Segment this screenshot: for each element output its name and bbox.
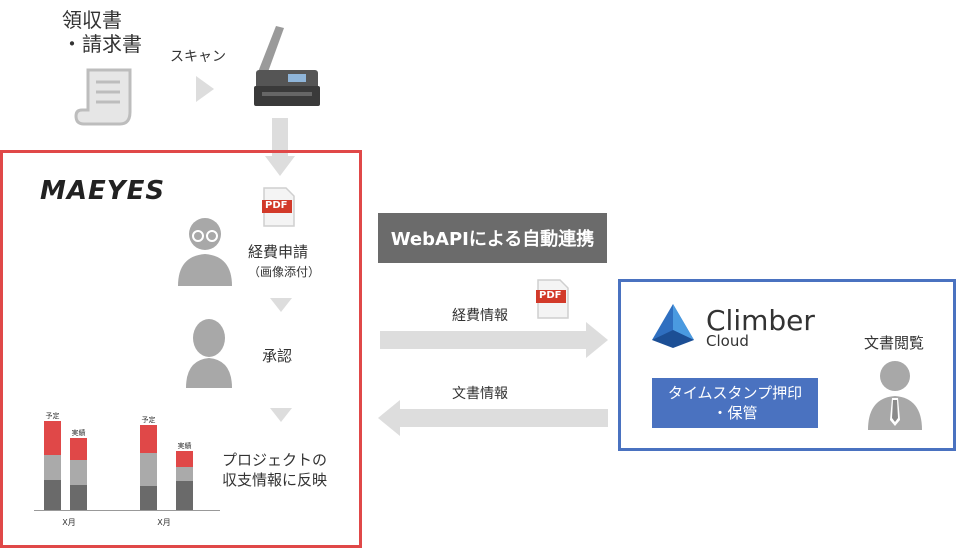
project-reflect-label: プロジェクトの 収支情報に反映 — [222, 450, 327, 490]
api-pdf-icon: PDF — [536, 278, 570, 324]
bar-segment — [70, 485, 87, 510]
document-info-arrow-icon — [378, 400, 608, 436]
scanner-icon — [254, 26, 320, 106]
bar-segment — [44, 480, 61, 510]
project-reflect-line2: 収支情報に反映 — [222, 471, 328, 489]
bar-segment — [140, 425, 157, 453]
document-label: 領収書 ・請求書 — [62, 8, 142, 56]
bar-group-label: 予定 — [46, 411, 60, 420]
bar-group-label: 予定 — [142, 415, 156, 424]
x-tick-label: X月 — [157, 518, 170, 527]
timestamp-line2: ・保管 — [712, 404, 758, 422]
flow-arrow-2-icon — [270, 408, 292, 422]
bar-segment — [44, 455, 61, 480]
maeyes-logo: MAEYES — [40, 176, 166, 206]
project-reflect-line1: プロジェクトの — [222, 451, 328, 469]
receipt-icon — [74, 68, 132, 126]
viewer-label: 文書閲覧 — [864, 334, 925, 352]
applicant-person-icon — [178, 218, 232, 286]
x-tick-label: X月 — [62, 518, 75, 527]
viewer-person-icon — [868, 361, 922, 430]
expense-pdf-icon: PDF — [262, 186, 296, 232]
bar-group-label: 実績 — [178, 441, 192, 450]
maeyes-panel — [0, 150, 362, 548]
expense-request-line1: 経費申請 — [248, 243, 309, 261]
flow-arrow-1-icon — [270, 298, 292, 312]
climber-panel — [618, 279, 956, 451]
bar-segment — [44, 421, 61, 455]
bar-group-label: 実績 — [72, 428, 86, 437]
bar-segment — [176, 451, 193, 467]
timestamp-line1: タイムスタンプ押印 — [667, 384, 803, 402]
bar-segment — [176, 481, 193, 510]
bar-segment — [140, 486, 157, 510]
climber-sub: Cloud — [706, 332, 749, 350]
climber-logo-icon — [652, 304, 694, 348]
bar-segment — [70, 438, 87, 460]
document-label-line1: 領収書 — [62, 8, 122, 32]
timestamp-box: タイムスタンプ押印 ・保管 — [652, 378, 818, 428]
bar-segment — [176, 467, 193, 481]
api-banner: WebAPIによる自動連携 — [378, 213, 607, 263]
scan-arrow-icon — [196, 76, 214, 102]
expense-info-label: 経費情報 — [452, 308, 508, 324]
expense-pdf-label: PDF — [265, 200, 288, 211]
climber-name: Climber — [706, 304, 815, 337]
expense-request-label: 経費申請 （画像添付） — [248, 242, 320, 282]
scan-down-arrow-icon — [265, 118, 295, 176]
approval-label: 承認 — [262, 347, 293, 365]
document-info-label: 文書情報 — [452, 386, 508, 402]
approver-person-icon — [186, 319, 232, 388]
bar-segment — [140, 453, 157, 486]
document-label-line2: ・請求書 — [62, 32, 142, 56]
api-pdf-label: PDF — [539, 290, 562, 301]
expense-info-arrow-icon — [380, 322, 608, 358]
bar-segment — [70, 460, 87, 485]
expense-request-line2: （画像添付） — [248, 265, 321, 279]
scan-label: スキャン — [170, 49, 226, 65]
